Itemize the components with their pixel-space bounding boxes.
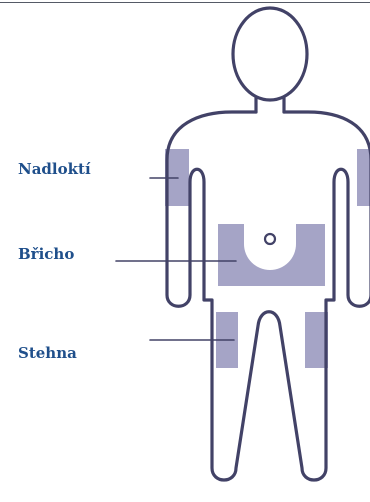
label-thigh: Stehna [18,344,77,362]
head [231,6,309,102]
navel-icon [263,232,277,246]
body-silhouette [165,110,370,482]
body-outline [165,6,370,482]
navel-notch [244,223,296,270]
zone-upper-arm-right [357,149,370,206]
zone-thigh-right [305,312,328,368]
pointer-lines [115,177,237,341]
label-upper-arm: Nadloktí [18,160,91,178]
top-rule [0,2,370,3]
label-abdomen: Břicho [18,245,75,263]
